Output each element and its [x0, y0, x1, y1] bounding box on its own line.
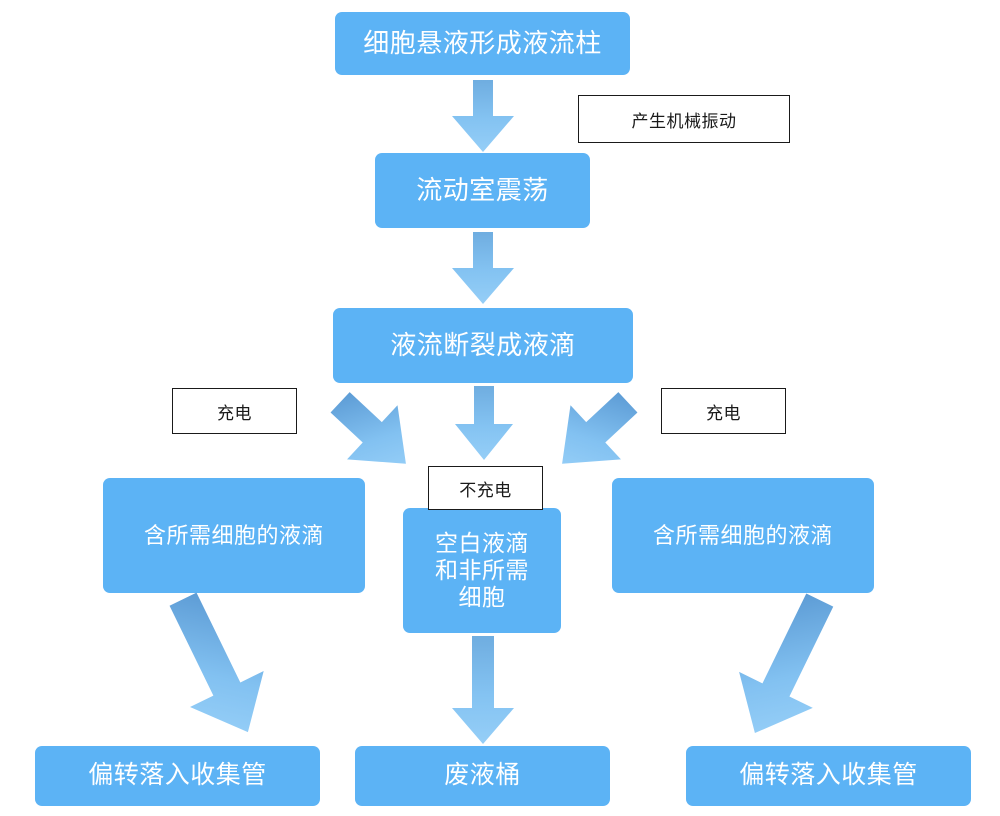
note-charge-right[interactable]: 充电: [661, 388, 786, 434]
arrow-blank-to-waste: [452, 636, 514, 744]
node-droplets-label: 液流断裂成液滴: [390, 330, 576, 361]
node-waste-bin-label: 废液桶: [444, 761, 521, 790]
note-no-charge-label: 不充电: [459, 480, 512, 500]
node-stream-label: 细胞悬液形成液流柱: [363, 28, 602, 59]
node-wanted-droplet-right[interactable]: 含所需细胞的液滴: [612, 478, 874, 593]
arrow-droplets-to-wanted-left: [318, 386, 428, 480]
node-vibrate[interactable]: 流动室震荡: [375, 153, 590, 228]
node-blank-droplet-line1: 空白液滴: [435, 529, 529, 556]
node-blank-droplet-line3: 细胞: [458, 584, 506, 611]
note-charge-left[interactable]: 充电: [172, 388, 297, 434]
node-stream[interactable]: 细胞悬液形成液流柱: [335, 12, 630, 75]
node-blank-droplet-line2: 和非所需: [435, 556, 529, 583]
node-collection-tube-left-label: 偏转落入收集管: [88, 761, 267, 790]
arrow-stream-to-vibrate: [452, 80, 514, 152]
note-charge-right-label: 充电: [706, 403, 741, 423]
note-no-charge[interactable]: 不充电: [428, 466, 543, 510]
note-mechanical-vibration[interactable]: 产生机械振动: [578, 95, 790, 143]
node-wanted-droplet-left-label: 含所需细胞的液滴: [143, 522, 324, 548]
node-collection-tube-right-label: 偏转落入收集管: [739, 761, 918, 790]
arrow-vibrate-to-droplets: [452, 232, 514, 304]
node-waste-bin[interactable]: 废液桶: [355, 746, 610, 806]
node-collection-tube-left[interactable]: 偏转落入收集管: [35, 746, 320, 806]
arrow-wanted-left-to-tube-left: [145, 592, 285, 742]
node-droplets[interactable]: 液流断裂成液滴: [333, 308, 633, 383]
note-charge-left-label: 充电: [217, 403, 252, 423]
node-collection-tube-right[interactable]: 偏转落入收集管: [686, 746, 971, 806]
arrow-droplets-to-blank: [455, 386, 513, 460]
node-blank-droplet[interactable]: 空白液滴 和非所需 细胞: [403, 508, 561, 633]
arrow-wanted-right-to-tube-right: [716, 592, 856, 742]
node-wanted-droplet-left[interactable]: 含所需细胞的液滴: [103, 478, 365, 593]
arrow-droplets-to-wanted-right: [540, 386, 650, 480]
note-mechanical-vibration-label: 产生机械振动: [631, 111, 737, 131]
node-wanted-droplet-right-label: 含所需细胞的液滴: [652, 522, 833, 548]
node-vibrate-label: 流动室震荡: [416, 175, 549, 206]
